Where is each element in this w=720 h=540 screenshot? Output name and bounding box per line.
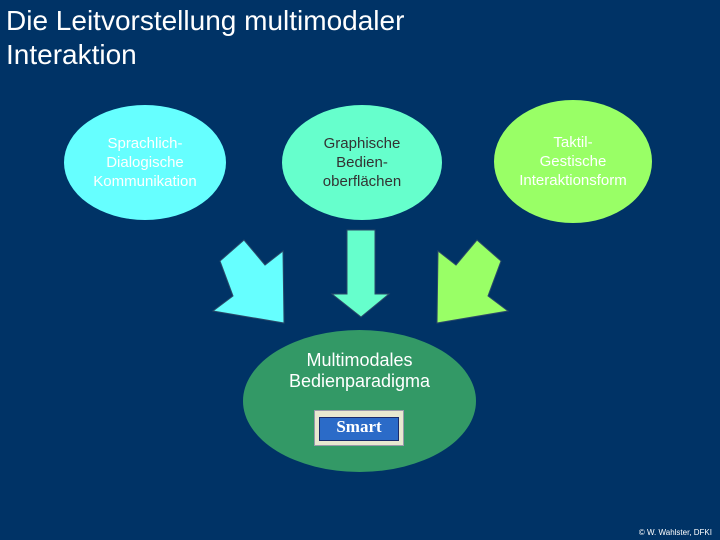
target-line-2: Bedienparadigma (288, 371, 431, 391)
bubble-3-line-1: Taktil- (553, 134, 593, 151)
copyright-footer: © W. Wahlster, DFKI (638, 528, 712, 537)
smartkom-logo: Smart (314, 410, 404, 446)
bubble-taktil-gestisch: Taktil- Gestische Interaktionsform (494, 100, 652, 223)
bubble-3-line-2: Gestische (539, 153, 607, 170)
bubble-2-line-2: Bedien- (336, 154, 388, 171)
arrow-center (330, 229, 391, 318)
bubble-1-line-2: Dialogische (106, 154, 184, 171)
bubble-3-line-3: Interaktionsform (519, 172, 627, 189)
arrow-right (436, 239, 510, 324)
title-line-2: Interaktion (6, 39, 137, 70)
bubble-2-line-1: Graphische (323, 135, 401, 152)
bubble-2-line-3: oberflächen (322, 173, 402, 190)
slide-title: Die Leitvorstellung multimodaler Interak… (6, 4, 404, 72)
logo-sub (321, 442, 397, 446)
arrow-left (211, 239, 285, 324)
target-line-1: Multimodales (306, 350, 413, 370)
title-line-1: Die Leitvorstellung multimodaler (6, 5, 405, 36)
bubble-graphische-bedienoberflaechen: Graphische Bedien- oberflächen (282, 105, 442, 220)
bubble-multimodales-bedienparadigma: Multimodales Bedienparadigma (243, 330, 476, 472)
logo-text: Smart (319, 417, 399, 441)
bubble-sprachlich-dialogisch: Sprachlich- Dialogische Kommunikation (64, 105, 226, 220)
bubble-1-line-3: Kommunikation (93, 173, 197, 190)
bubble-1-line-1: Sprachlich- (107, 135, 183, 152)
